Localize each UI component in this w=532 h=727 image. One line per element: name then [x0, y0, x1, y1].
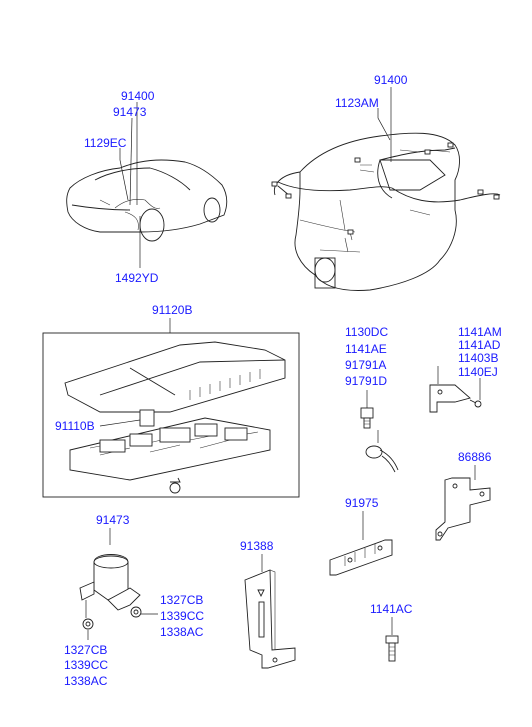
label-91120B[interactable]: 91120B	[152, 303, 192, 317]
label-1141AM[interactable]: 1141AM	[458, 325, 502, 339]
label-1327CB-right[interactable]: 1327CB	[160, 593, 203, 607]
label-1130DC[interactable]: 1130DC	[345, 325, 388, 339]
label-1141AD[interactable]: 1141AD	[458, 338, 501, 352]
label-1141AE[interactable]: 1141AE	[345, 342, 387, 356]
ground-bolt-illustration	[360, 407, 374, 429]
label-1141AC[interactable]: 1141AC	[370, 602, 413, 616]
label-car-91400[interactable]: 91400	[121, 89, 155, 103]
small-bracket-illustration	[429, 384, 482, 413]
fuse-box-frame	[42, 332, 300, 498]
label-91975[interactable]: 91975	[345, 496, 379, 510]
label-engine-91400[interactable]: 91400	[374, 73, 408, 87]
fuse-box-base-illustration	[69, 409, 271, 494]
fuse-box-cover-illustration	[64, 341, 286, 413]
bracket-91473-illustration	[79, 554, 141, 611]
label-car-91473[interactable]: 91473	[113, 105, 147, 119]
label-91473-bottom[interactable]: 91473	[96, 513, 130, 527]
label-1338AC-right[interactable]: 1338AC	[160, 625, 204, 639]
label-car-1129EC[interactable]: 1129EC	[84, 136, 127, 150]
label-1339CC-right[interactable]: 1339CC	[160, 609, 204, 623]
bracket-91388-illustration	[244, 569, 296, 669]
car-outline-illustration	[66, 159, 228, 242]
label-1327CB-bottom[interactable]: 1327CB	[64, 643, 107, 657]
label-91110B[interactable]: 91110B	[55, 419, 95, 433]
label-1339CC-bottom[interactable]: 1339CC	[64, 658, 108, 672]
label-91791D[interactable]: 91791D	[345, 374, 387, 388]
ground-cable-illustration	[365, 445, 399, 473]
label-91791A[interactable]: 91791A	[345, 358, 386, 372]
nut-right-icon	[130, 606, 142, 618]
label-91388[interactable]: 91388	[240, 539, 274, 553]
bracket-86886-illustration	[435, 477, 491, 541]
engine-harness-illustration	[271, 132, 501, 291]
bracket-91975-illustration	[329, 539, 393, 576]
label-1140EJ[interactable]: 1140EJ	[458, 365, 498, 379]
label-86886[interactable]: 86886	[458, 450, 492, 464]
label-car-1492YD[interactable]: 1492YD	[115, 271, 159, 285]
label-engine-1123AM[interactable]: 1123AM	[335, 96, 379, 110]
nut-left-icon	[82, 618, 94, 630]
label-1338AC-bottom[interactable]: 1338AC	[64, 674, 108, 688]
bolt-1141AC-illustration	[385, 635, 399, 662]
label-11403B[interactable]: 11403B	[458, 351, 498, 365]
